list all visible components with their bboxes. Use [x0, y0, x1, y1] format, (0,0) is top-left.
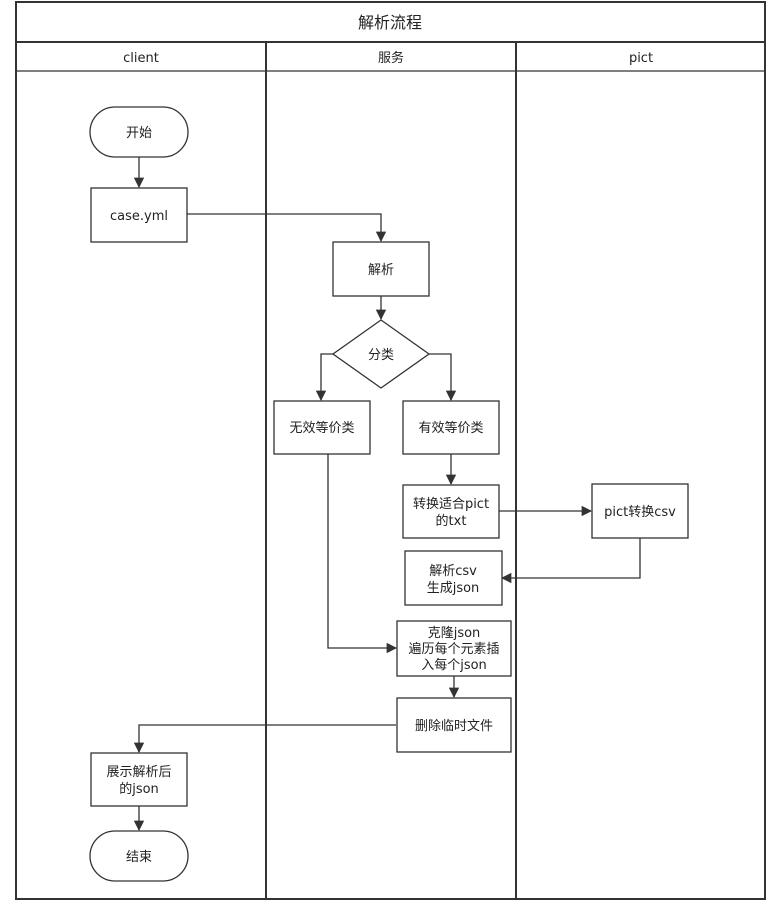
node-parse-csv-line1: 解析csv — [429, 564, 477, 579]
diagram-frame — [15, 1, 766, 900]
node-clone-json-line1: 克隆json — [428, 626, 481, 641]
diagram-title: 解析流程 — [358, 13, 422, 32]
node-classify: 分类 — [331, 319, 431, 389]
node-classify-label: 分类 — [368, 348, 394, 363]
node-show-json: 展示解析后 的json — [90, 752, 188, 807]
node-case-yml-label: case.yml — [110, 209, 168, 224]
node-pict-csv: pict转换csv — [591, 483, 689, 539]
node-end-label: 结束 — [126, 850, 152, 865]
node-show-json-line1: 展示解析后 — [106, 765, 171, 780]
node-invalid-class: 无效等价类 — [273, 400, 371, 455]
node-start: 开始 — [89, 106, 189, 158]
edge-delete-to-show — [133, 724, 396, 754]
node-parse: 解析 — [332, 241, 430, 297]
node-convert-txt-line2: 的txt — [436, 513, 467, 529]
node-parse-csv-line2: 生成json — [427, 581, 480, 596]
node-parse-csv: 解析csv 生成json — [404, 550, 503, 606]
edge-classify-to-valid — [429, 353, 457, 402]
node-convert-txt: 转换适合pict 的txt — [402, 484, 500, 539]
edge-invalid-to-clone — [327, 454, 398, 654]
lane-header-client: client — [123, 51, 159, 66]
node-clone-json: 克隆json 遍历每个元素插 入每个json — [396, 620, 512, 677]
node-end: 结束 — [89, 830, 189, 882]
node-delete-temp-label: 删除临时文件 — [415, 719, 493, 734]
edge-case-to-parse — [187, 213, 387, 243]
node-invalid-class-label: 无效等价类 — [289, 420, 354, 436]
node-pict-csv-label: pict转换csv — [604, 505, 676, 520]
lane-header-pict: pict — [629, 51, 653, 66]
node-clone-json-line2: 遍历每个元素插 — [408, 641, 499, 657]
node-valid-class: 有效等价类 — [402, 400, 500, 455]
node-clone-json-line3: 入每个json — [421, 657, 487, 673]
lane-header-service: 服务 — [378, 50, 404, 66]
edge-classify-to-invalid — [315, 353, 333, 402]
node-parse-label: 解析 — [368, 263, 394, 278]
node-start-label: 开始 — [126, 126, 152, 141]
node-convert-txt-line1: 转换适合pict — [413, 497, 489, 512]
edge-pict-to-parsecsv — [500, 538, 641, 584]
node-valid-class-label: 有效等价类 — [418, 420, 483, 436]
node-delete-temp: 删除临时文件 — [396, 697, 512, 753]
node-case-yml: case.yml — [90, 187, 188, 243]
node-show-json-line2: 的json — [119, 781, 159, 797]
